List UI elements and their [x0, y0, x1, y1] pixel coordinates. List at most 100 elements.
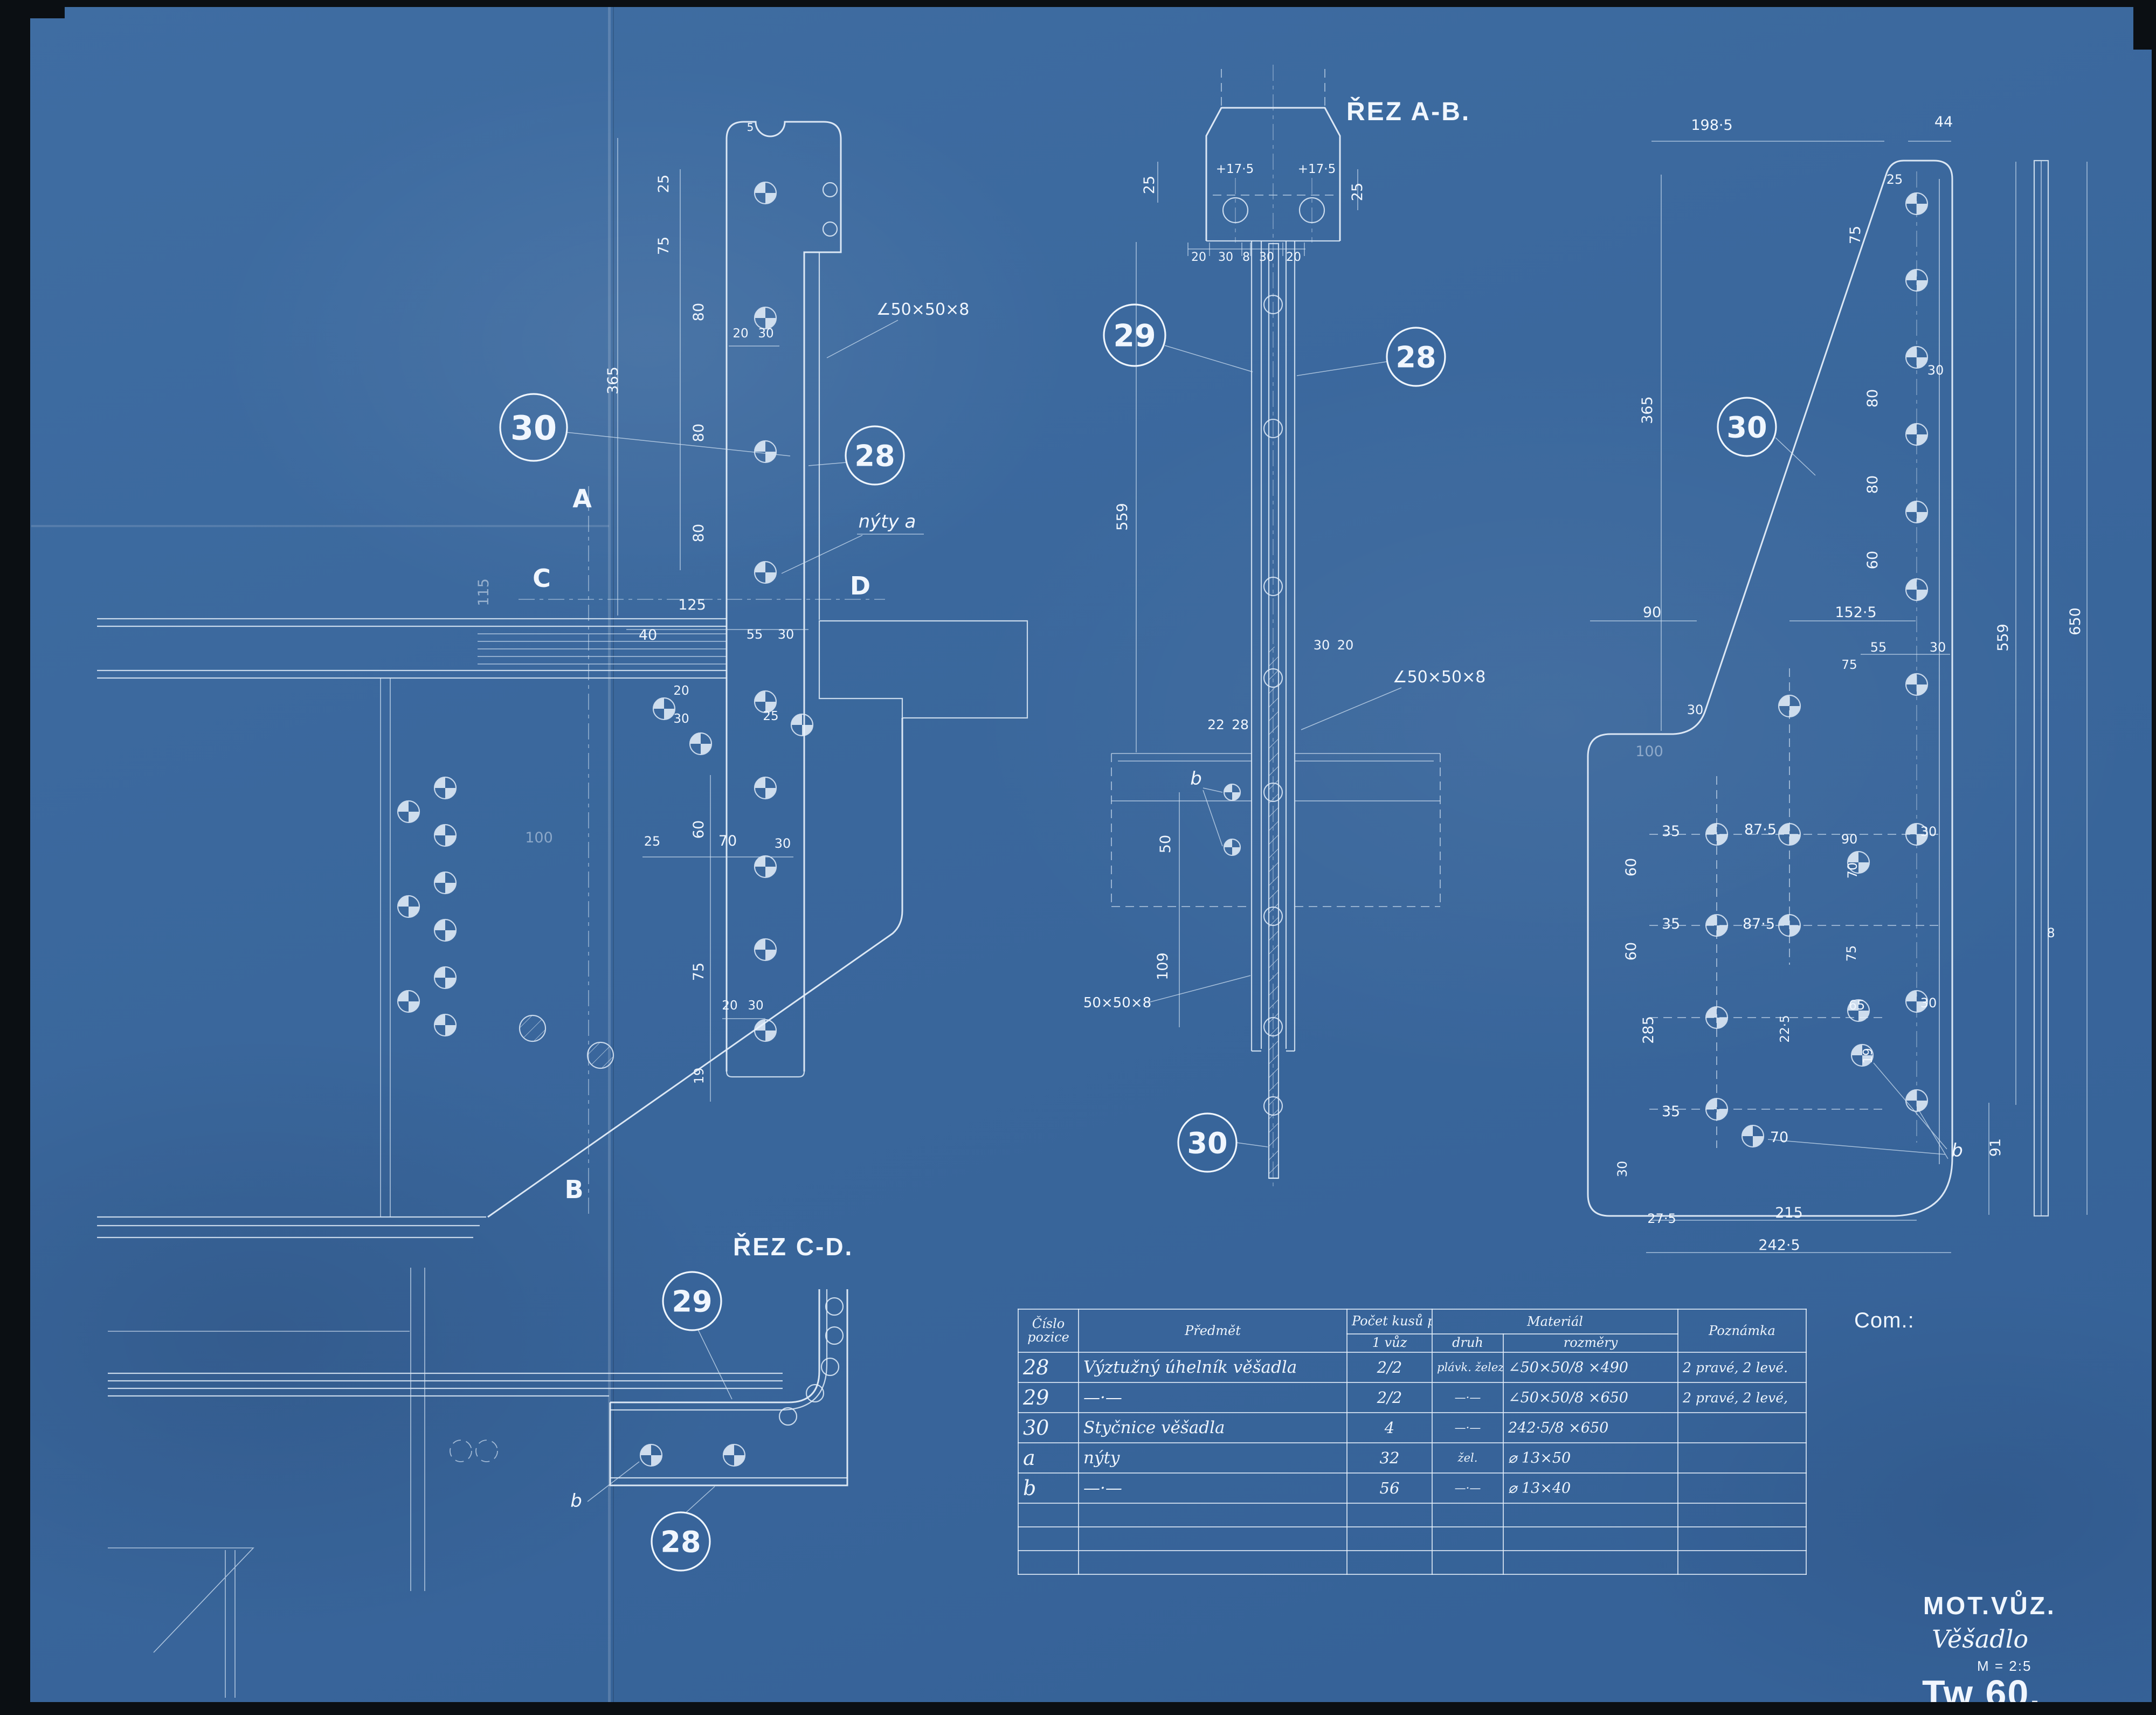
part-balloon-number: 28: [660, 1525, 701, 1559]
dimension-label: 80: [1864, 389, 1881, 407]
part-balloon-number: 29: [672, 1284, 712, 1318]
part-balloon-number: 28: [1395, 340, 1436, 374]
row-subject: —·—: [1078, 1382, 1348, 1413]
dimension-label: 30: [778, 627, 794, 642]
dimension-label: 55: [747, 627, 763, 642]
dimension-label: 25: [1141, 176, 1158, 194]
dimension-label: 100: [525, 829, 553, 846]
left-elevation-view: [97, 121, 1028, 1239]
dimension-label: b: [1190, 768, 1202, 790]
gusset-plate-view: [1587, 160, 2049, 1217]
table-row-empty: [1018, 1550, 1807, 1575]
dimension-label: 25: [655, 175, 672, 193]
row-item: 28: [1018, 1352, 1079, 1383]
row-kind: —·—: [1432, 1412, 1504, 1443]
dimension-lines: [565, 138, 2088, 1513]
part-balloon: 28: [651, 1511, 711, 1572]
dimension-label: 365: [1639, 396, 1656, 424]
header-item-number: Číslo pozice: [1018, 1309, 1079, 1353]
dimension-label: 50: [1157, 835, 1174, 853]
dimension-label: 28: [1232, 717, 1249, 732]
dimension-label: 198·5: [1691, 117, 1732, 134]
row-count: 2/2: [1346, 1382, 1433, 1413]
dimension-label: b: [1951, 1140, 1963, 1161]
table-row-empty: [1018, 1526, 1807, 1551]
header-material-kind: druh: [1432, 1333, 1504, 1353]
dimension-label: 242·5: [1758, 1237, 1800, 1254]
part-balloon: 29: [1103, 303, 1166, 367]
header-subject: Předmět: [1078, 1309, 1348, 1353]
fold-line-horizontal: [31, 525, 609, 527]
row-count: 56: [1346, 1472, 1433, 1504]
row-kind: žel.: [1432, 1442, 1504, 1474]
dimension-label: 25: [644, 834, 661, 849]
dimension-label: 75: [1847, 226, 1864, 244]
dimension-label: 30: [1927, 363, 1944, 378]
dimension-label: C: [533, 564, 551, 593]
dimension-label: 60: [1623, 858, 1640, 876]
photo-edge-right: [2152, 0, 2156, 1713]
section-cd-view: [108, 1268, 848, 1698]
dimension-label: 20: [1286, 251, 1301, 264]
title-block-org: MOT.VŮZ.: [1923, 1592, 2056, 1620]
dimension-label: 30: [1920, 824, 1937, 839]
dimension-label: 80: [1864, 475, 1881, 494]
dimension-label: 22·5: [1778, 1015, 1792, 1042]
dimension-label: 75: [690, 963, 707, 981]
dimension-label: 19: [1861, 1048, 1875, 1063]
row-size: 242·5/8 ×650: [1503, 1412, 1678, 1443]
dimension-label: D: [850, 571, 870, 600]
row-note: 2 pravé, 2 levé,: [1677, 1382, 1807, 1413]
dimension-label: 19: [692, 1068, 707, 1084]
rivets-gusset-plate: [1705, 192, 1929, 1148]
dimension-label: 30: [1218, 251, 1233, 264]
dimension-label: 22: [1207, 717, 1225, 732]
part-balloon: 28: [1386, 327, 1446, 387]
dimension-label: 65: [1849, 998, 1865, 1013]
row-size: ⌀ 13×50: [1503, 1442, 1678, 1474]
dimension-label: 90: [1841, 832, 1858, 847]
fold-line-vertical: [608, 0, 611, 1713]
dimension-label: 91: [1987, 1138, 2004, 1157]
commission-label: Com.:: [1854, 1309, 1915, 1332]
header-count: Počet kusů pro: [1346, 1309, 1433, 1334]
dimension-label: 115: [475, 578, 492, 606]
row-count: 2/2: [1346, 1352, 1433, 1383]
row-size: ∠50×50/8 ×490: [1503, 1352, 1678, 1383]
part-balloon: 30: [1717, 397, 1777, 457]
parts-table: Číslo pozice Předmět Počet kusů pro Mate…: [1018, 1309, 1807, 1575]
dimension-label: 559: [1114, 503, 1131, 531]
table-row-empty: [1018, 1503, 1807, 1527]
dimension-label: 30: [1930, 640, 1946, 655]
photo-edge-top: [0, 0, 2156, 7]
title-block-scale: M = 2:5: [1977, 1658, 2032, 1674]
row-kind: plávk. želez. T: [1432, 1352, 1504, 1383]
dimension-label: 60: [1623, 942, 1640, 960]
dimension-label: nýty a: [859, 511, 916, 533]
section-ab-view: [1111, 65, 1441, 1191]
part-balloon-number: 30: [510, 408, 557, 447]
dimension-label: 70: [1770, 1129, 1788, 1146]
dimension-label: 215: [1775, 1205, 1803, 1221]
dimension-label: b: [570, 1490, 582, 1512]
dimension-label: 650: [2067, 607, 2084, 635]
header-item-line2: pozice: [1027, 1330, 1069, 1345]
dimension-label: 20: [1191, 251, 1206, 264]
header-material: Materiál: [1432, 1309, 1678, 1334]
dimension-label: A: [572, 484, 592, 513]
dimension-label: 87·5: [1743, 916, 1775, 932]
row-kind: —·—: [1432, 1472, 1504, 1504]
dimension-label: 70: [1845, 862, 1860, 879]
row-kind: —·—: [1432, 1382, 1504, 1413]
part-balloon-number: 30: [1187, 1126, 1227, 1160]
part-balloon: 30: [1177, 1112, 1238, 1173]
row-count: 4: [1346, 1412, 1433, 1443]
dimension-label: 50×50×8: [1083, 995, 1151, 1011]
dimension-label: 80: [690, 303, 707, 321]
table-row: a nýty 32 žel. ⌀ 13×50: [1018, 1442, 1807, 1474]
dimension-label: 60: [690, 820, 707, 839]
dimension-label: 80: [690, 424, 707, 442]
dimension-label: 8: [1242, 251, 1250, 264]
